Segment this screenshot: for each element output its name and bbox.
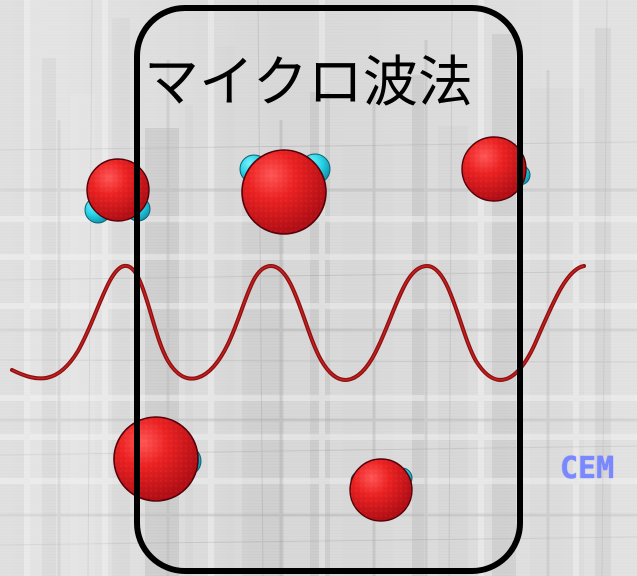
water-molecule-icon — [349, 458, 413, 522]
microwave-field-frame — [134, 5, 523, 574]
brand-label: CEM — [560, 451, 615, 486]
water-molecule-icon — [113, 416, 202, 502]
water-molecule-icon — [84, 158, 151, 224]
microwave-wave — [10, 263, 586, 382]
water-molecule-icon — [239, 149, 331, 235]
diagram-title: マイクロ波法 — [144, 50, 473, 114]
